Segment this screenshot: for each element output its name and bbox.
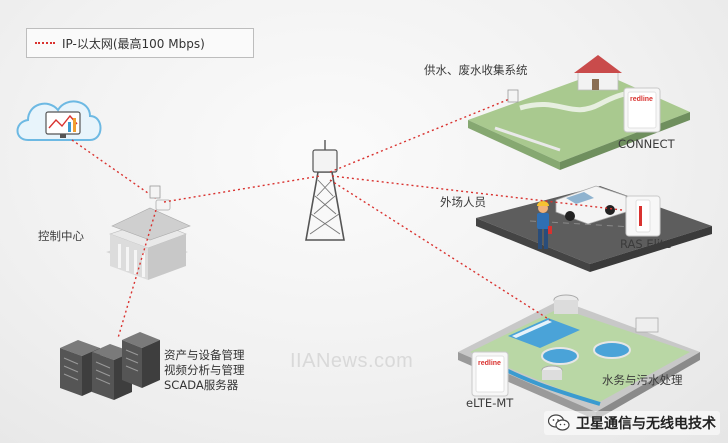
cloud-monitor-icon (16, 100, 102, 141)
link-cloud-to-control (71, 139, 159, 201)
lattice-tower-icon (305, 140, 345, 241)
legend-box: IP-以太网(最高100 Mbps) (26, 28, 254, 58)
field-worker-icon (537, 201, 552, 249)
house-icon (574, 55, 622, 91)
server-functions-list: 资产与设备管理 视频分析与管理 SCADA服务器 (164, 348, 245, 393)
server-function-line: 资产与设备管理 (164, 348, 245, 362)
network-links (71, 97, 623, 339)
water-treatment-platform (458, 294, 700, 420)
control-center-building-icon (106, 199, 191, 280)
truck-icon (555, 185, 627, 225)
water-treatment-label: 水务与污水处理 (602, 373, 683, 387)
server-function-line: 视频分析与管理 (164, 363, 245, 377)
legend-label: IP-以太网(最高100 Mbps) (62, 36, 205, 51)
link-control-to-servers (117, 209, 157, 339)
server-rack-icon (60, 332, 160, 400)
water-supply-label: 供水、废水收集系统 (424, 63, 528, 77)
brand-text: 卫星通信与无线电技术 (576, 416, 716, 432)
link-control-to-tower (163, 175, 321, 203)
wechat-icon (548, 414, 570, 431)
connect-device-icon (623, 87, 661, 133)
connect-device-logo: redline (630, 96, 653, 103)
ras-elite-device-label: RAS Elite (620, 237, 672, 251)
elte-mt-device-label: eLTE-MT (466, 396, 514, 410)
connect-device-label: CONNECT (618, 137, 675, 151)
link-endpoint-markers (149, 89, 519, 199)
field-staff-label: 外场人员 (440, 195, 486, 209)
watermark-text: IIANews.com (290, 350, 414, 372)
server-function-line: SCADA服务器 (164, 378, 239, 392)
elte-mt-device-logo: redline (478, 360, 501, 367)
link-tower-to-treatment (329, 179, 551, 321)
link-tower-to-field (331, 175, 623, 211)
legend-dotted-line (35, 42, 55, 44)
brand-badge: 卫星通信与无线电技术 (544, 411, 720, 435)
control-center-label: 控制中心 (38, 229, 84, 243)
ras-elite-device-icon (625, 195, 661, 237)
elte-mt-device-icon (471, 351, 509, 397)
